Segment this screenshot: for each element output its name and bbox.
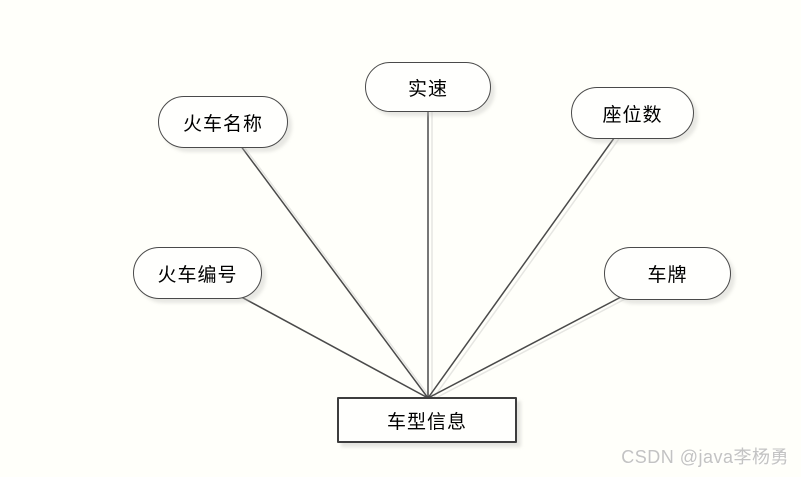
connector-train-name bbox=[222, 121, 429, 399]
attribute-label-plate: 车牌 bbox=[647, 264, 688, 286]
attribute-node-train-number[interactable]: 火车编号 bbox=[133, 247, 262, 299]
entity-label: 车型信息 bbox=[386, 410, 467, 433]
attribute-label-speed: 实速 bbox=[407, 77, 448, 100]
connector-seats bbox=[427, 112, 633, 399]
entity-node-vehicle-type-info[interactable]: 车型信息 bbox=[337, 397, 517, 443]
attribute-node-speed[interactable]: 实速 bbox=[365, 62, 491, 112]
attribute-label-train-number: 火车编号 bbox=[157, 263, 238, 286]
attribute-node-train-name[interactable]: 火车名称 bbox=[158, 96, 288, 148]
attribute-label-seats: 座位数 bbox=[602, 103, 663, 126]
attribute-label-train-name: 火车名称 bbox=[182, 112, 263, 135]
watermark-text: CSDN @java李杨勇 bbox=[621, 447, 789, 467]
attribute-node-plate[interactable]: 车牌 bbox=[604, 247, 731, 300]
attribute-node-seats[interactable]: 座位数 bbox=[571, 87, 694, 139]
